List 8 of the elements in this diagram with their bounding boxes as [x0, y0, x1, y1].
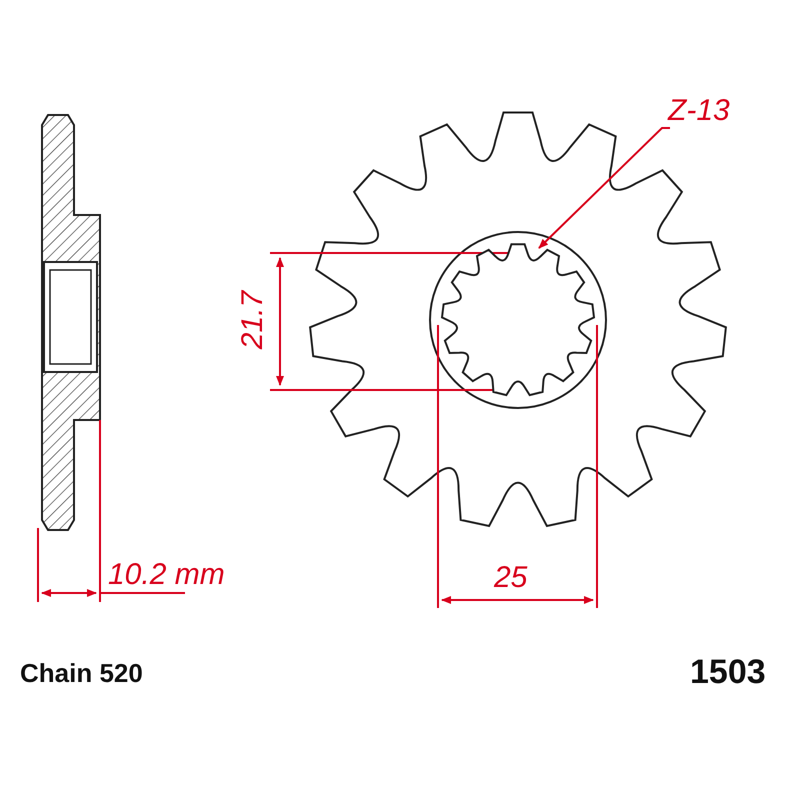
dimension-label: 21.7	[238, 290, 268, 350]
dimension-label: 10.2 mm	[108, 560, 225, 590]
spline-bore	[441, 243, 595, 396]
callout-label: Z-13	[668, 96, 730, 126]
part-number: 1503	[690, 655, 766, 689]
leader-line	[538, 127, 670, 249]
dimension-label: 25	[494, 563, 528, 593]
chain-spec-text: Chain 520	[20, 660, 143, 686]
